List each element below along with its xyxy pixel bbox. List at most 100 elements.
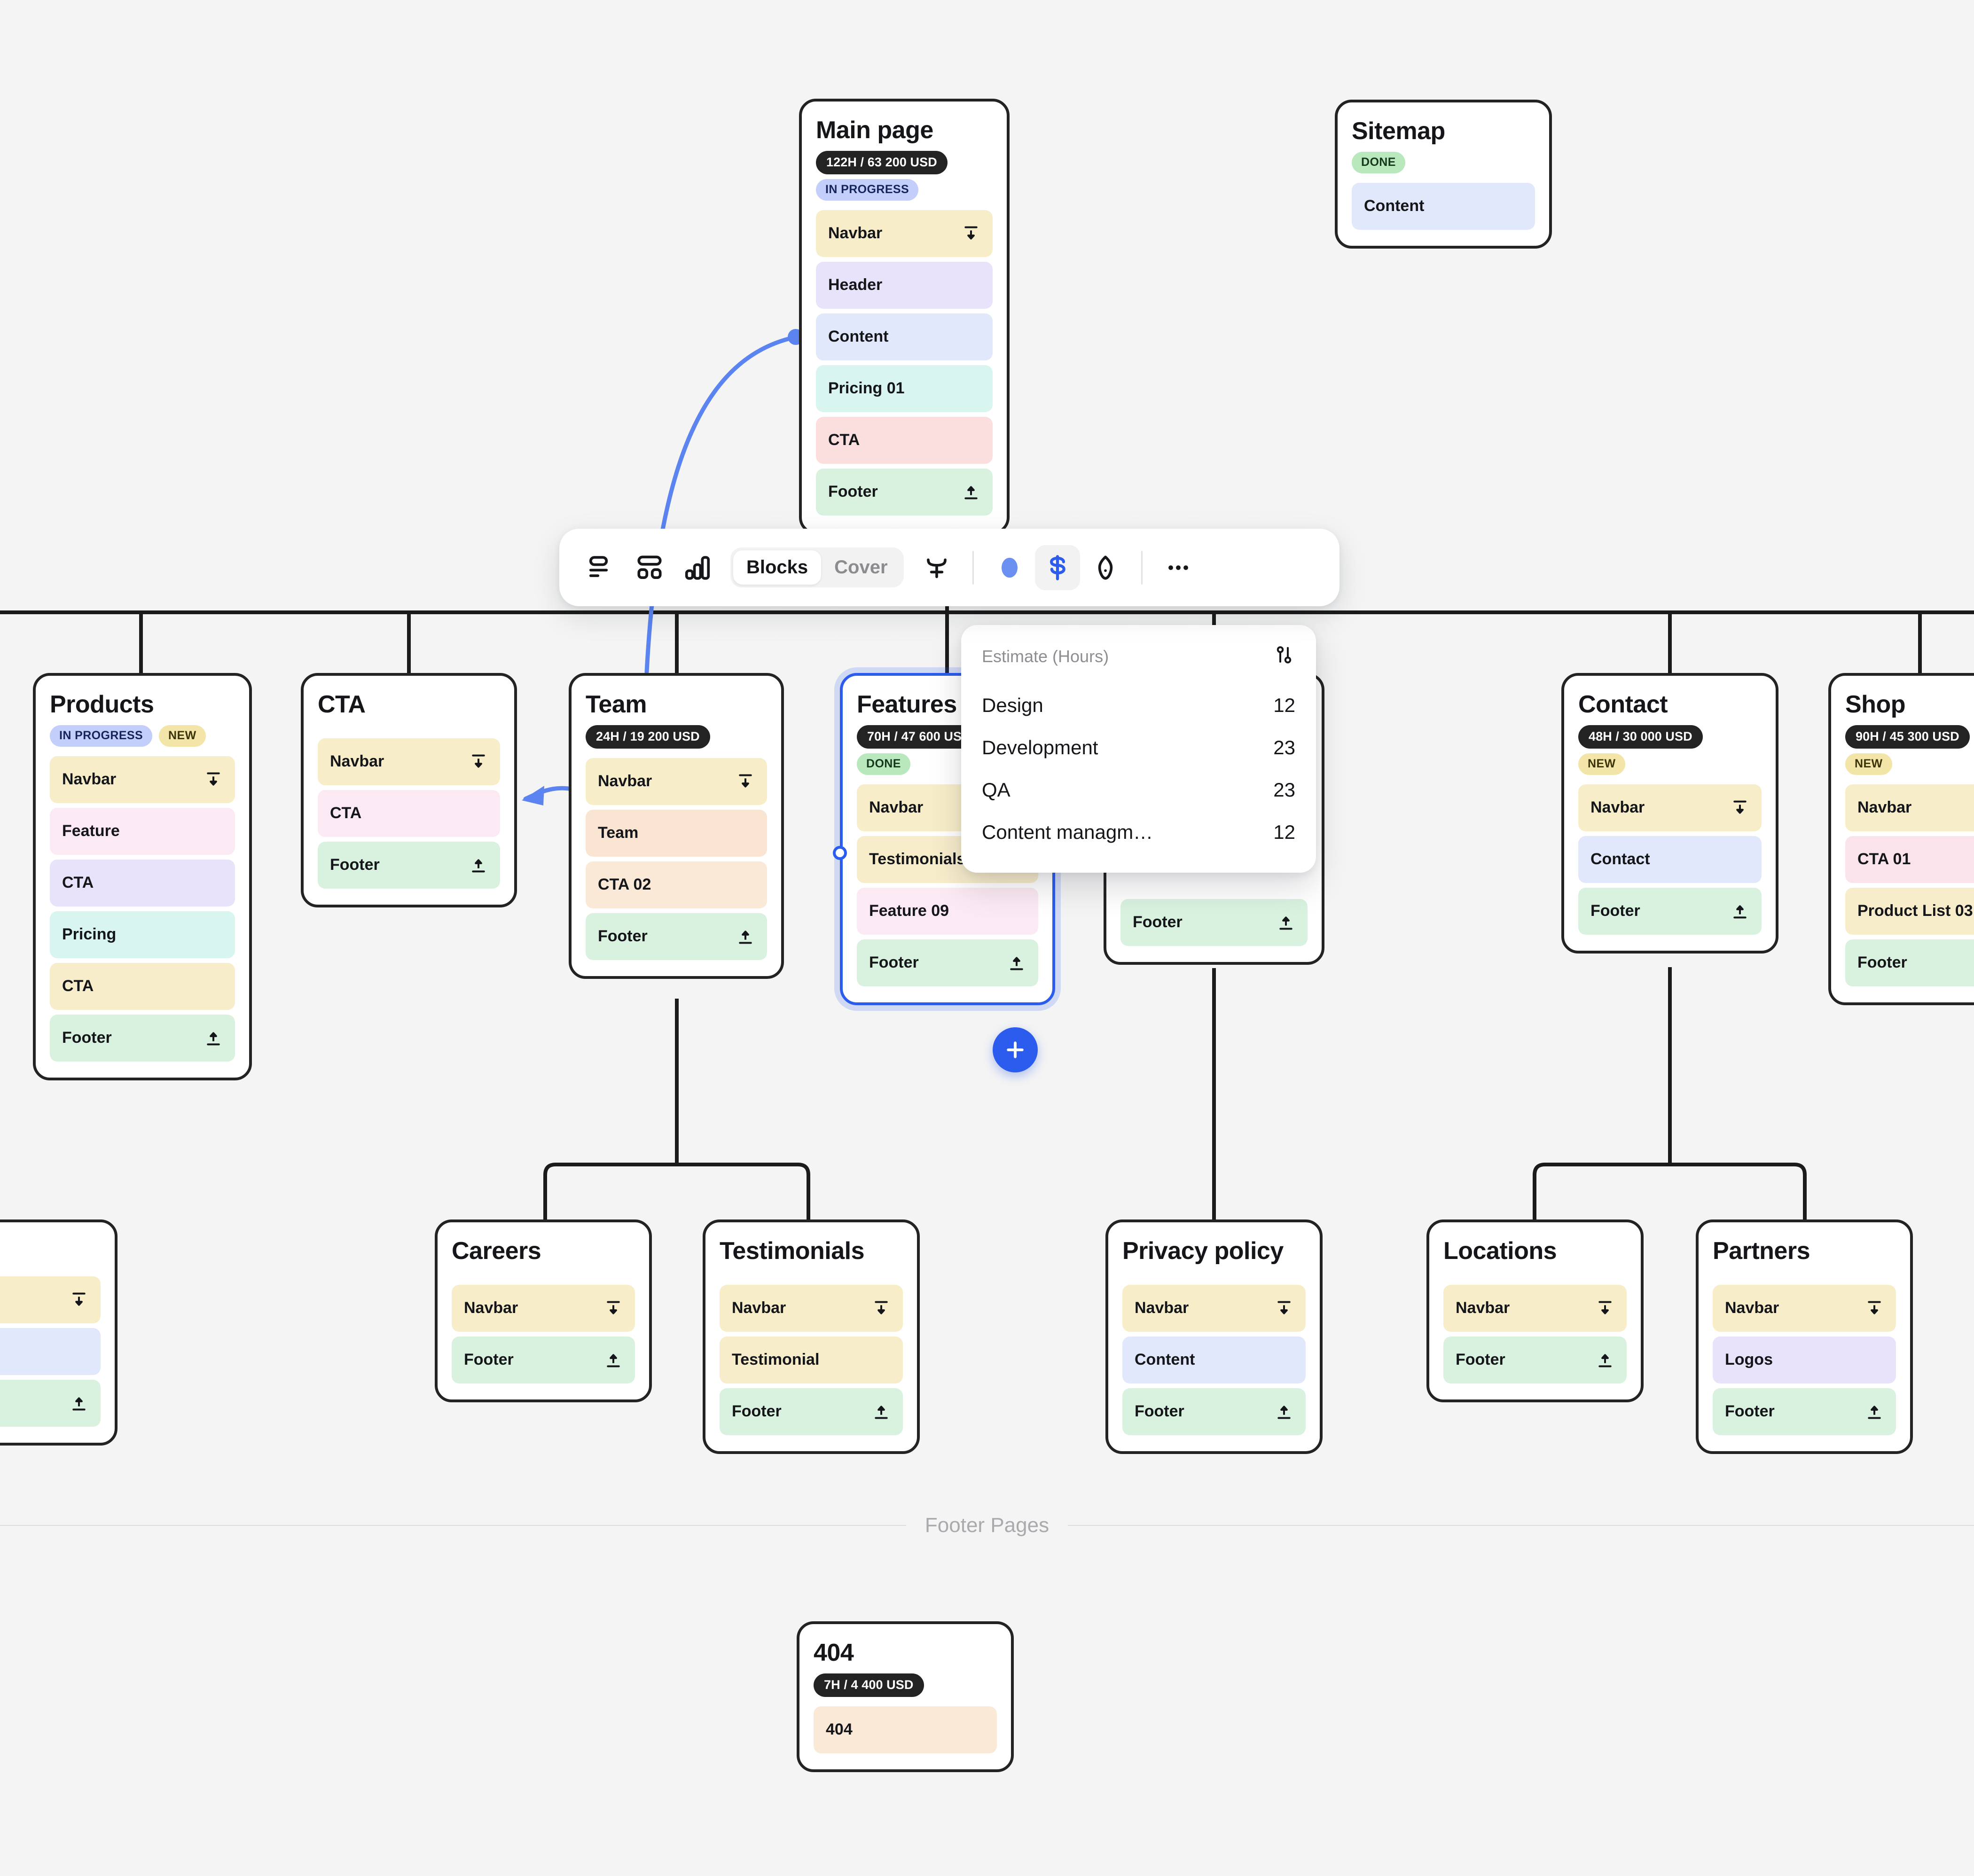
page-card-partners[interactable]: Partners Navbar Logos Footer bbox=[1696, 1219, 1913, 1454]
tag-icon[interactable] bbox=[1083, 545, 1128, 590]
block-item[interactable]: Contact bbox=[1578, 836, 1762, 883]
block-item[interactable]: Footer bbox=[1845, 939, 1974, 986]
color-dot-icon[interactable] bbox=[987, 545, 1032, 590]
add-section-icon[interactable] bbox=[914, 545, 959, 590]
currency-dollar-icon[interactable] bbox=[1034, 545, 1080, 590]
page-card-locations[interactable]: Locations Navbar Footer bbox=[1426, 1219, 1644, 1402]
block-item[interactable]: Product List 03 bbox=[1845, 887, 1974, 935]
block-item[interactable]: Pricing 01 bbox=[816, 365, 993, 412]
block-list: Navbar Header Content Pricing 01 CTA Foo… bbox=[816, 210, 993, 516]
sliders-icon[interactable] bbox=[1273, 644, 1295, 669]
block-label: Feature bbox=[62, 822, 120, 840]
block-item[interactable]: CTA bbox=[50, 962, 235, 1010]
block-item[interactable]: Navbar bbox=[1578, 784, 1762, 831]
page-title: Sitemap bbox=[1352, 117, 1445, 145]
block-item[interactable] bbox=[0, 1379, 101, 1427]
estimate-header: Estimate (Hours) bbox=[982, 644, 1295, 669]
page-card-sitemap[interactable]: Sitemap DONE Content bbox=[1335, 100, 1552, 249]
block-item[interactable]: Navbar bbox=[318, 738, 500, 785]
block-item[interactable]: Footer bbox=[452, 1336, 635, 1384]
estimate-row[interactable]: Content managm… 12 bbox=[982, 812, 1295, 854]
page-title: Products bbox=[50, 691, 154, 718]
block-item[interactable] bbox=[0, 1276, 101, 1323]
block-item[interactable]: Feature 09 bbox=[857, 887, 1038, 935]
block-item[interactable]: Content bbox=[1122, 1336, 1306, 1384]
block-item[interactable]: CTA bbox=[816, 416, 993, 464]
block-item[interactable]: Navbar bbox=[1845, 784, 1974, 831]
block-item[interactable]: 404 bbox=[814, 1706, 997, 1753]
badge-row: 24H / 19 200 USD bbox=[586, 725, 767, 749]
estimate-row[interactable]: Design 12 bbox=[982, 685, 1295, 727]
floating-toolbar[interactable]: Blocks Cover bbox=[559, 529, 1340, 606]
layout-grid-icon[interactable] bbox=[627, 545, 672, 590]
estimate-row[interactable]: Development 23 bbox=[982, 727, 1295, 769]
tab-cover[interactable]: Cover bbox=[834, 557, 888, 578]
block-item[interactable]: Pricing bbox=[50, 911, 235, 958]
bar-chart-icon[interactable] bbox=[675, 545, 720, 590]
block-item[interactable]: Footer bbox=[1122, 1388, 1306, 1435]
estimate-row-label: QA bbox=[982, 779, 1010, 801]
block-item[interactable]: Footer bbox=[50, 1014, 235, 1062]
block-item[interactable]: Navbar bbox=[720, 1284, 903, 1332]
page-card-testimonials[interactable]: Testimonials Navbar Testimonial Footer bbox=[703, 1219, 920, 1454]
page-card-contact[interactable]: Contact 48H / 30 000 USD NEW Navbar Cont… bbox=[1561, 673, 1778, 954]
block-item[interactable]: Content bbox=[1352, 182, 1535, 230]
selection-handle-left[interactable] bbox=[833, 846, 847, 860]
page-card-edge-left[interactable] bbox=[0, 1219, 118, 1446]
block-label: Navbar bbox=[1590, 798, 1645, 817]
page-card-shop[interactable]: Shop 90H / 45 300 USD NEW Navbar CTA 01 … bbox=[1828, 673, 1974, 1005]
block-item[interactable]: Navbar bbox=[50, 756, 235, 803]
block-item[interactable]: Navbar bbox=[1443, 1284, 1627, 1332]
cost-badge: 7H / 4 400 USD bbox=[814, 1673, 924, 1697]
estimate-row-value: 12 bbox=[1273, 821, 1295, 843]
block-item[interactable]: Footer bbox=[318, 841, 500, 889]
add-page-button[interactable] bbox=[993, 1027, 1038, 1072]
estimate-row[interactable]: QA 23 bbox=[982, 769, 1295, 812]
block-item[interactable]: Header bbox=[816, 261, 993, 309]
block-item[interactable]: Footer bbox=[1443, 1336, 1627, 1384]
estimate-popup[interactable]: Estimate (Hours) Design 12 Development 2… bbox=[961, 625, 1316, 873]
cost-badge: 24H / 19 200 USD bbox=[586, 725, 710, 749]
layout-list-icon[interactable] bbox=[579, 545, 624, 590]
block-label: CTA 01 bbox=[1857, 850, 1911, 868]
block-item[interactable]: Team bbox=[586, 809, 767, 857]
page-card-cta[interactable]: CTA Navbar CTA Footer bbox=[301, 673, 517, 907]
block-item[interactable] bbox=[0, 1328, 101, 1375]
block-item[interactable]: Footer bbox=[1120, 899, 1308, 946]
more-horizontal-icon[interactable] bbox=[1156, 545, 1201, 590]
block-item[interactable]: Navbar bbox=[586, 758, 767, 805]
page-card-privacy-policy[interactable]: Privacy policy Navbar Content Footer bbox=[1105, 1219, 1323, 1454]
block-item[interactable]: Content bbox=[816, 313, 993, 360]
page-card-team[interactable]: Team 24H / 19 200 USD Navbar Team CTA 02… bbox=[569, 673, 784, 979]
page-card-404[interactable]: 404 7H / 4 400 USD 404 bbox=[797, 1621, 1014, 1772]
block-item[interactable]: Footer bbox=[720, 1388, 903, 1435]
page-card-products[interactable]: Products IN PROGRESS NEW Navbar Feature … bbox=[33, 673, 252, 1080]
tab-blocks[interactable]: Blocks bbox=[733, 550, 822, 585]
block-item[interactable]: Footer bbox=[1578, 887, 1762, 935]
badge-row: NEW bbox=[1578, 753, 1762, 775]
block-item[interactable]: Footer bbox=[1713, 1388, 1896, 1435]
block-item[interactable]: Footer bbox=[816, 468, 993, 516]
block-item[interactable]: Footer bbox=[586, 913, 767, 960]
block-item[interactable]: Logos bbox=[1713, 1336, 1896, 1384]
page-title: Team bbox=[586, 691, 647, 718]
block-item[interactable]: Footer bbox=[857, 939, 1038, 986]
block-item[interactable]: CTA bbox=[50, 859, 235, 907]
cost-badge: 70H / 47 600 USD bbox=[857, 725, 981, 749]
block-item[interactable]: Navbar bbox=[1122, 1284, 1306, 1332]
badge-row: 90H / 45 300 USD bbox=[1845, 725, 1974, 749]
block-item[interactable]: CTA 02 bbox=[586, 861, 767, 908]
block-item[interactable]: Feature bbox=[50, 807, 235, 855]
block-label: Navbar bbox=[869, 798, 924, 817]
blocks-cover-segmented[interactable]: Blocks Cover bbox=[730, 547, 904, 587]
page-card-careers[interactable]: Careers Navbar Footer bbox=[435, 1219, 652, 1402]
pin-bottom-icon bbox=[1596, 1351, 1614, 1369]
page-card-main-page[interactable]: Main page 122H / 63 200 USD IN PROGRESS … bbox=[799, 99, 1010, 534]
block-item[interactable]: Navbar bbox=[816, 210, 993, 257]
block-item[interactable]: Navbar bbox=[452, 1284, 635, 1332]
pin-top-icon bbox=[962, 224, 980, 243]
block-item[interactable]: CTA bbox=[318, 789, 500, 837]
block-item[interactable]: CTA 01 bbox=[1845, 836, 1974, 883]
block-item[interactable]: Testimonial bbox=[720, 1336, 903, 1384]
block-item[interactable]: Navbar bbox=[1713, 1284, 1896, 1332]
